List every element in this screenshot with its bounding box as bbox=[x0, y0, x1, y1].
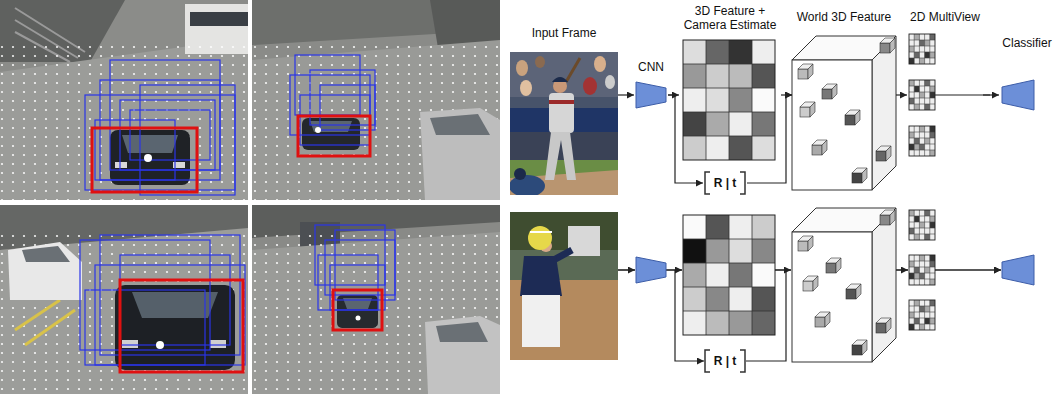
multiview-maps: 2D MultiView bbox=[907, 10, 983, 160]
node-label: R | t bbox=[714, 176, 737, 190]
flow-arrow bbox=[747, 95, 792, 183]
node-label: R | t bbox=[714, 354, 737, 368]
classifier-block: Classifier bbox=[999, 36, 1055, 112]
input-photo bbox=[510, 52, 618, 195]
camera-pose: R | t bbox=[703, 170, 747, 196]
feature-grid: 3D Feature + Camera Estimate bbox=[679, 4, 781, 162]
camera-pose: R | t bbox=[703, 348, 747, 374]
node-label: Input Frame bbox=[532, 26, 597, 40]
street-photo bbox=[252, 205, 500, 394]
pipeline-top bbox=[636, 34, 1034, 194]
world-feature: World 3D Feature bbox=[792, 10, 896, 192]
flow-arrow bbox=[983, 94, 999, 95]
flow-arrow bbox=[668, 95, 703, 183]
node-label: Classifier bbox=[1002, 36, 1051, 50]
street-photo bbox=[252, 0, 500, 200]
input-photo bbox=[510, 212, 618, 360]
node-label: 3D Feature + Camera Estimate bbox=[682, 4, 778, 32]
cnn-block: CNN bbox=[634, 60, 668, 110]
flow-arrow bbox=[896, 94, 907, 95]
node-label: CNN bbox=[638, 60, 664, 74]
street-photo bbox=[0, 0, 248, 200]
flow-arrow bbox=[618, 94, 634, 95]
input-frame: Input Frame bbox=[510, 26, 618, 196]
pipeline-bottom bbox=[618, 208, 1034, 372]
node-label: World 3D Feature bbox=[797, 10, 891, 24]
street-photo bbox=[0, 205, 248, 394]
node-label: 2D MultiView bbox=[910, 10, 980, 24]
